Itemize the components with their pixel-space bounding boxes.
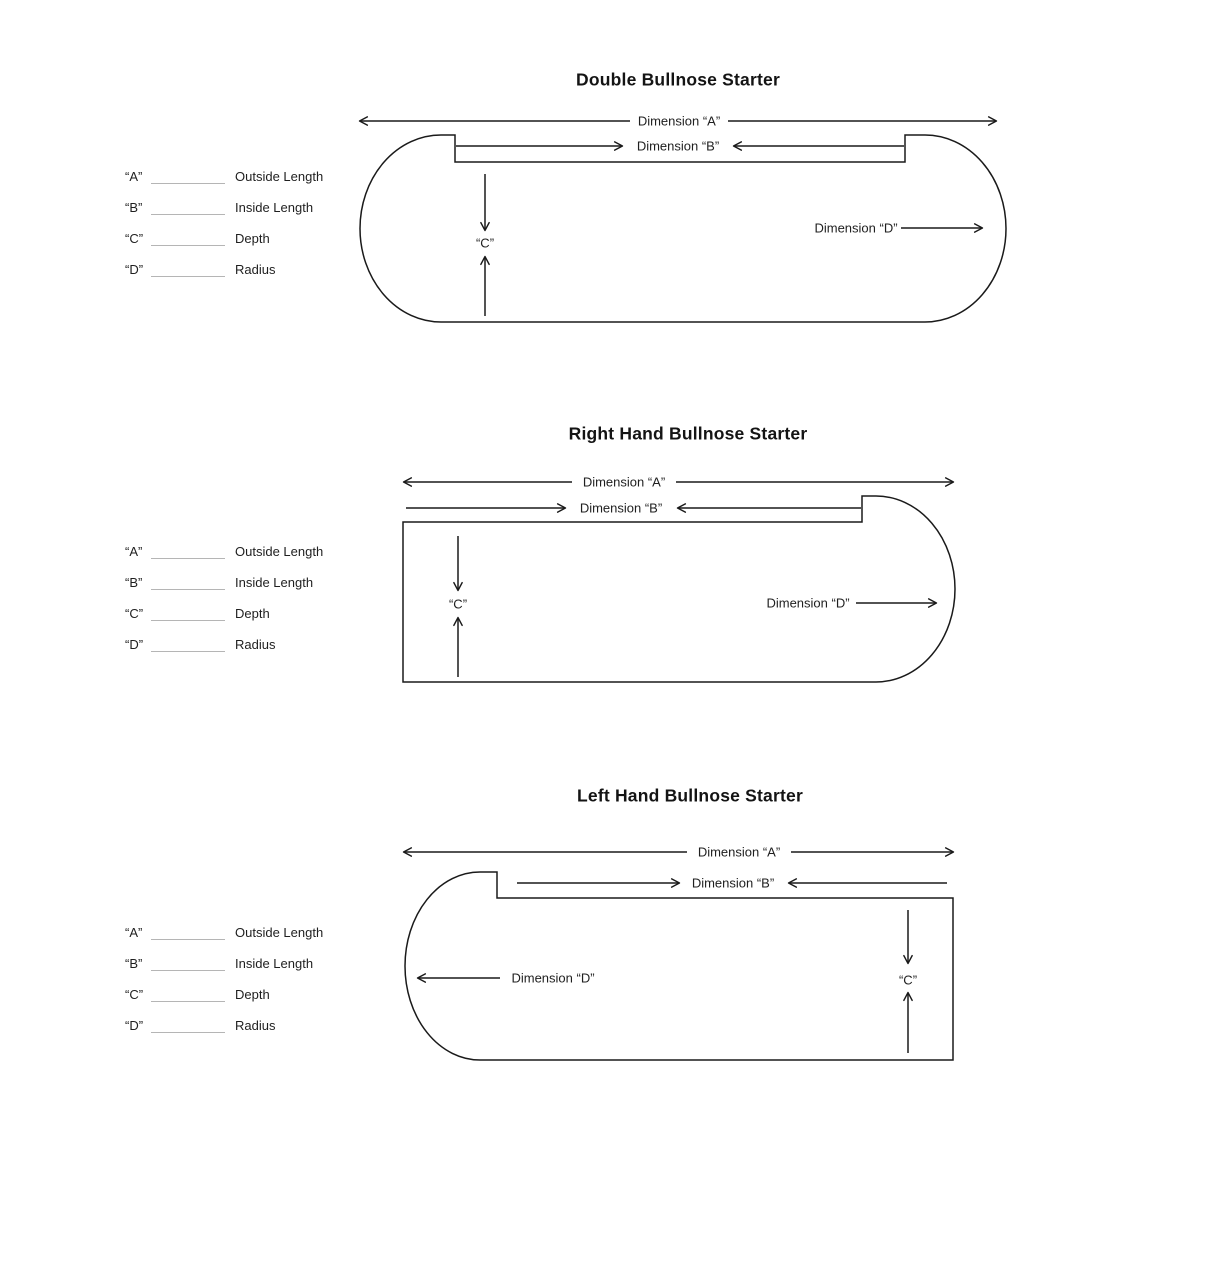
dimension-letter: “D”	[125, 1018, 144, 1033]
dimension-letter: “A”	[125, 544, 143, 559]
dimension-a-label: Dimension “A”	[633, 113, 725, 129]
dimension-d-label: Dimension “D”	[511, 970, 595, 986]
dimension-letter: “C”	[125, 606, 144, 621]
dimension-c-label: “C”	[448, 596, 468, 612]
dimension-letter: “B”	[125, 200, 143, 215]
dimension-description: Depth	[235, 606, 270, 621]
dimension-d-label: Dimension “D”	[766, 595, 850, 611]
dimension-d-label: Dimension “D”	[814, 220, 898, 236]
dimension-letter: “D”	[125, 637, 144, 652]
dimension-description: Radius	[235, 637, 276, 652]
fill-in-blank-line	[151, 262, 225, 277]
left-hand-bullnose-shape	[404, 871, 954, 1061]
form-row-b: “B” Inside Length	[125, 197, 323, 215]
dimension-description: Radius	[235, 262, 276, 277]
fill-in-blank-line	[151, 956, 225, 971]
form-row-b: “B” Inside Length	[125, 953, 323, 971]
form-row-a: “A” Outside Length	[125, 922, 323, 940]
dimension-form-left-hand: “A” Outside Length “B” Inside Length “C”…	[125, 922, 323, 1033]
form-row-d: “D” Radius	[125, 634, 323, 652]
right-hand-bullnose-shape	[402, 495, 956, 683]
dimension-letter: “D”	[125, 262, 144, 277]
dimension-description: Inside Length	[235, 956, 314, 971]
dimension-b-label: Dimension “B”	[575, 500, 667, 516]
section-title-left-hand-bullnose: Left Hand Bullnose Starter	[577, 785, 803, 806]
dimension-c-label: “C”	[898, 972, 918, 988]
form-row-d: “D” Radius	[125, 259, 323, 277]
dimension-a-label: Dimension “A”	[693, 844, 785, 860]
dimension-description: Outside Length	[235, 544, 324, 559]
fill-in-blank-line	[151, 925, 225, 940]
fill-in-blank-line	[151, 231, 225, 246]
fill-in-blank-line	[151, 200, 225, 215]
form-row-a: “A” Outside Length	[125, 541, 323, 559]
dimension-description: Depth	[235, 987, 270, 1002]
form-row-d: “D” Radius	[125, 1015, 323, 1033]
dimension-b-label: Dimension “B”	[632, 138, 724, 154]
section-title-double-bullnose: Double Bullnose Starter	[576, 69, 780, 90]
dimension-letter: “B”	[125, 575, 143, 590]
dimension-description: Radius	[235, 1018, 276, 1033]
dimension-letter: “C”	[125, 987, 144, 1002]
fill-in-blank-line	[151, 544, 225, 559]
dimension-b-label: Dimension “B”	[687, 875, 779, 891]
fill-in-blank-line	[151, 606, 225, 621]
fill-in-blank-line	[151, 1018, 225, 1033]
dimension-letter: “B”	[125, 956, 143, 971]
dimension-form-double-bullnose: “A” Outside Length “B” Inside Length “C”…	[125, 166, 323, 277]
form-row-a: “A” Outside Length	[125, 166, 323, 184]
dimension-form-right-hand: “A” Outside Length “B” Inside Length “C”…	[125, 541, 323, 652]
form-row-c: “C” Depth	[125, 984, 323, 1002]
fill-in-blank-line	[151, 637, 225, 652]
dimension-letter: “C”	[125, 231, 144, 246]
form-row-c: “C” Depth	[125, 603, 323, 621]
fill-in-blank-line	[151, 169, 225, 184]
dimension-c-label: “C”	[475, 235, 495, 251]
fill-in-blank-line	[151, 575, 225, 590]
dimension-description: Outside Length	[235, 169, 324, 184]
form-row-c: “C” Depth	[125, 228, 323, 246]
dimension-letter: “A”	[125, 925, 143, 940]
double-bullnose-shape	[359, 134, 1007, 323]
dimension-description: Inside Length	[235, 575, 314, 590]
form-row-b: “B” Inside Length	[125, 572, 323, 590]
section-title-right-hand-bullnose: Right Hand Bullnose Starter	[568, 423, 808, 444]
fill-in-blank-line	[151, 987, 225, 1002]
dimension-a-label: Dimension “A”	[578, 474, 670, 490]
dimension-description: Inside Length	[235, 200, 314, 215]
dimension-description: Depth	[235, 231, 270, 246]
dimension-description: Outside Length	[235, 925, 324, 940]
dimension-letter: “A”	[125, 169, 143, 184]
